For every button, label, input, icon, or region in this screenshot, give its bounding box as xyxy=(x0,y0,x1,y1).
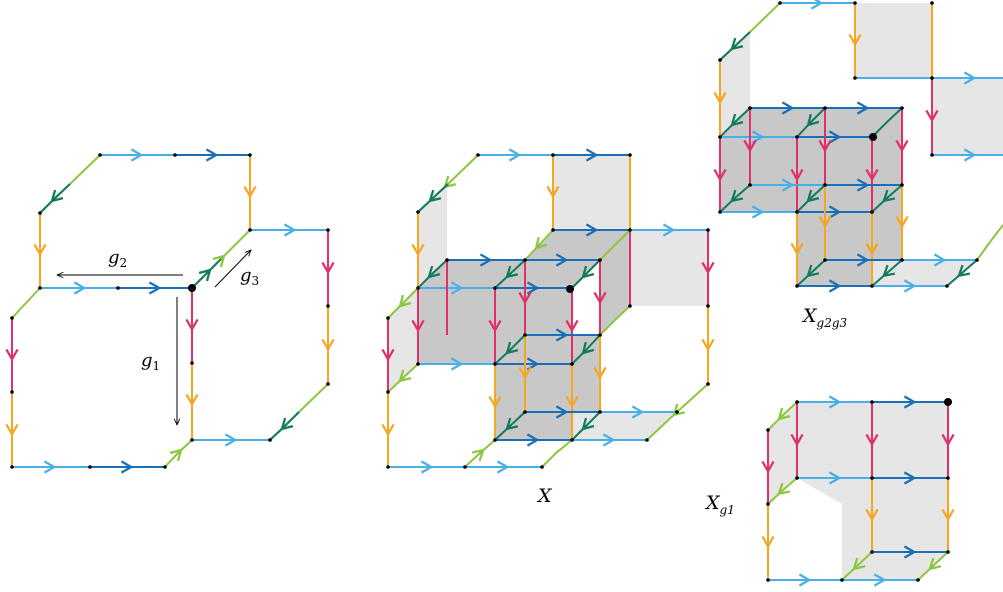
complex-X-g2g3-light-faces xyxy=(720,3,1003,286)
label-X-g1: Xg1 xyxy=(704,492,735,517)
complex-X-g1-base-point xyxy=(944,398,952,406)
g2-label: g2 xyxy=(108,247,127,270)
left-cube-vertices xyxy=(10,153,330,469)
g3-label: g3 xyxy=(240,265,259,288)
complex-X-vertices xyxy=(386,153,710,469)
left-cube-figure: g2 g3 g1 xyxy=(5,148,335,474)
complex-X-g1-edges xyxy=(761,395,955,587)
g3-arrow xyxy=(214,250,251,288)
generator-arrows xyxy=(57,250,251,425)
complex-X-g2g3-base-point xyxy=(869,133,877,141)
complex-X-base-point xyxy=(566,285,574,293)
complex-X-g2g3: Xg2g3 xyxy=(713,0,1003,330)
complex-X-g2g3-edges xyxy=(713,0,1003,293)
label-X: X xyxy=(536,485,553,507)
complex-X-g1: Xg1 xyxy=(704,395,955,587)
g1-label: g1 xyxy=(141,350,160,373)
complex-X-edges xyxy=(381,148,715,474)
complex-X-g1-vertices xyxy=(766,398,952,582)
left-cube-edges xyxy=(5,148,335,474)
label-X-g2g3: Xg2g3 xyxy=(801,305,848,330)
complex-X-g2g3-vertices xyxy=(718,1,979,288)
left-cube-base-point xyxy=(188,284,196,292)
complex-X-g1-light-faces xyxy=(768,402,948,580)
complex-X: X xyxy=(381,148,715,507)
